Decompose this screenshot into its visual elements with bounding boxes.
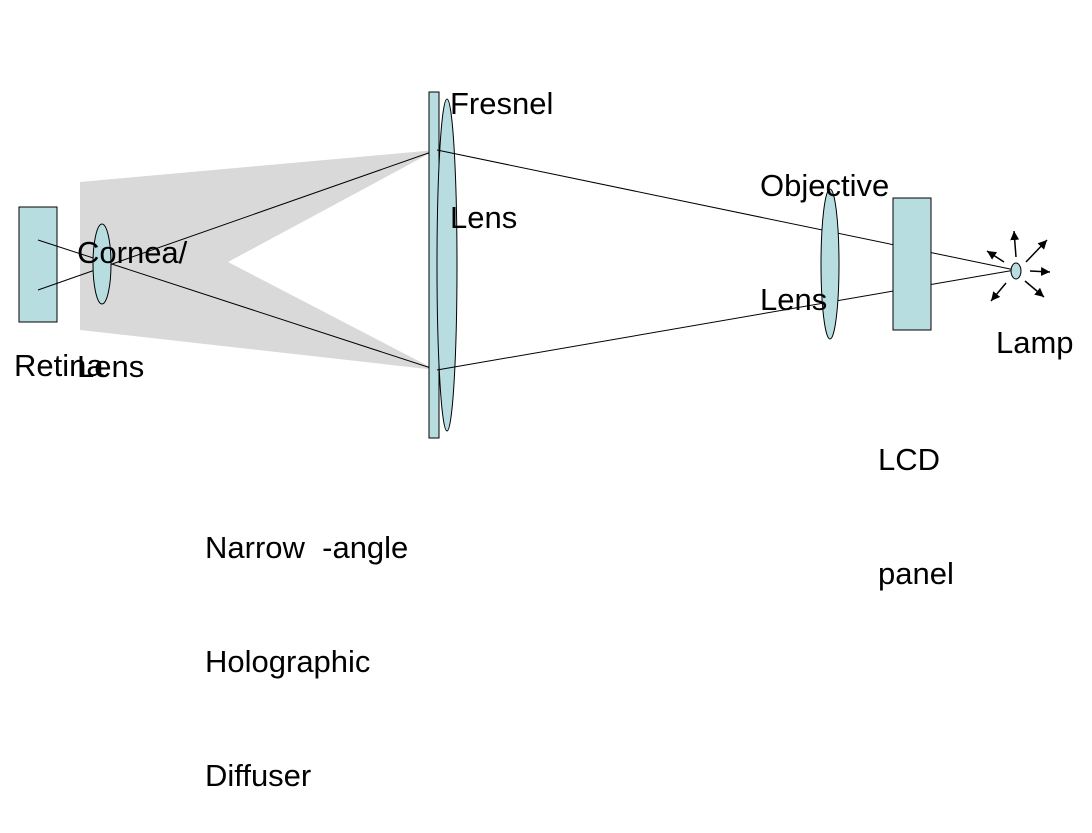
cornea-lens bbox=[92, 223, 112, 305]
diffuser-label: Narrow -angle Holographic Diffuser bbox=[205, 530, 409, 793]
retina-block bbox=[18, 206, 58, 323]
retina-label: Retina bbox=[14, 348, 104, 383]
lamp-label: Lamp bbox=[996, 325, 1074, 360]
objective-lens-label: Objective Lens bbox=[760, 168, 890, 317]
light-cone-shadow bbox=[80, 150, 436, 370]
objective-lens bbox=[820, 188, 840, 340]
cornea-lens-label: Cornea/ Lens bbox=[77, 235, 188, 384]
lamp-light-arrows bbox=[986, 230, 1051, 302]
fresnel-lens bbox=[436, 98, 458, 432]
lcd-panel-label: LCD panel bbox=[878, 442, 954, 591]
fresnel-lens-label: Fresnel Lens bbox=[450, 86, 554, 235]
lamp-bulb bbox=[1010, 262, 1022, 280]
optical-diagram bbox=[18, 91, 1051, 439]
lcd-panel-block bbox=[892, 197, 932, 331]
